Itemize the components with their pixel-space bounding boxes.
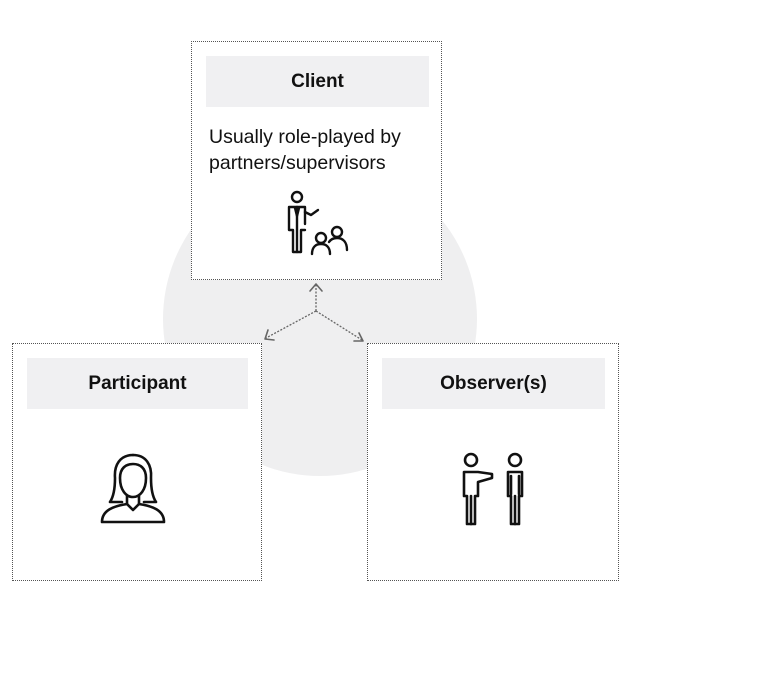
two-people-pointing-icon	[462, 452, 524, 526]
person-female-icon	[100, 453, 166, 524]
participant-title: Participant	[27, 358, 248, 409]
client-description-line-1: Usually role-played by	[209, 126, 401, 148]
observer-title: Observer(s)	[382, 358, 605, 409]
client-box: Client Usually role-played by partners/s…	[191, 41, 442, 280]
client-description-line-2: partners/supervisors	[209, 152, 386, 174]
presenter-with-audience-icon	[287, 190, 349, 256]
observer-box: Observer(s)	[367, 343, 619, 581]
client-title: Client	[206, 56, 429, 107]
client-description: Usually role-played by partners/supervis…	[209, 124, 437, 176]
participant-box: Participant	[12, 343, 262, 581]
